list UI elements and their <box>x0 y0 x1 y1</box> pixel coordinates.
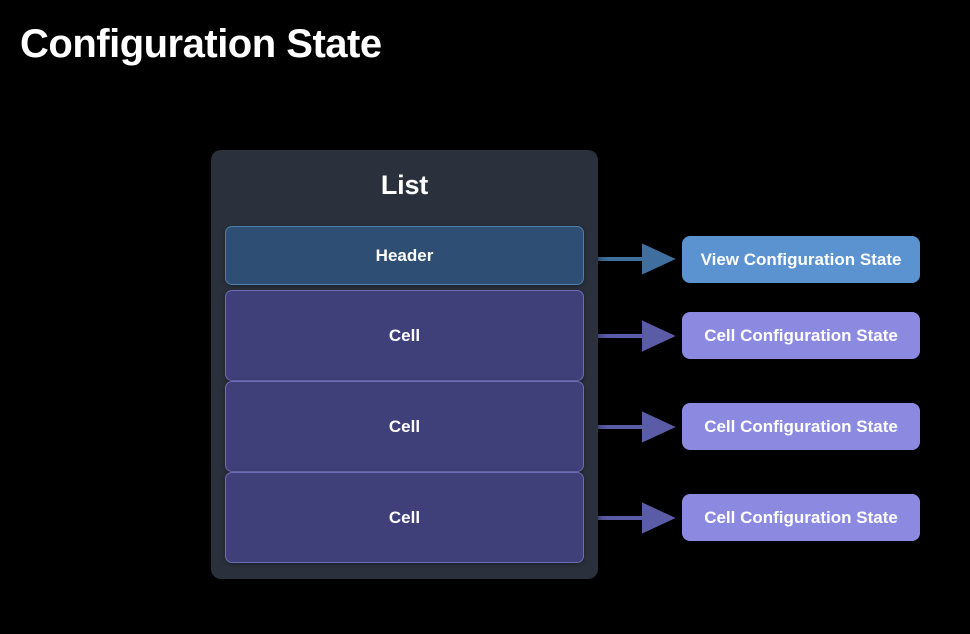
list-row-cell-2[interactable]: Cell <box>225 381 584 472</box>
list-row-header[interactable]: Header <box>225 226 584 285</box>
state-box-cell-configuration-state-3[interactable]: Cell Configuration State <box>682 494 920 541</box>
state-box-cell-configuration-state-2[interactable]: Cell Configuration State <box>682 403 920 450</box>
list-row-label: Cell <box>388 325 421 345</box>
list-row-cell-1[interactable]: Cell <box>225 290 584 381</box>
state-box-label: View Configuration State <box>700 249 902 269</box>
list-row-cell-3[interactable]: Cell <box>225 472 584 563</box>
list-title: List <box>380 170 429 200</box>
list-row-label: Header <box>375 245 434 265</box>
state-box-label: Cell Configuration State <box>704 507 898 527</box>
state-box-label: Cell Configuration State <box>704 416 898 436</box>
state-box-view-configuration-state[interactable]: View Configuration State <box>682 236 920 283</box>
list-row-label: Cell <box>388 416 421 436</box>
list-container: List Header Cell Cell Cell <box>211 150 598 579</box>
list-row-label: Cell <box>388 507 421 527</box>
page-title: Configuration State <box>20 22 382 66</box>
state-box-label: Cell Configuration State <box>704 325 898 345</box>
state-box-cell-configuration-state-1[interactable]: Cell Configuration State <box>682 312 920 359</box>
